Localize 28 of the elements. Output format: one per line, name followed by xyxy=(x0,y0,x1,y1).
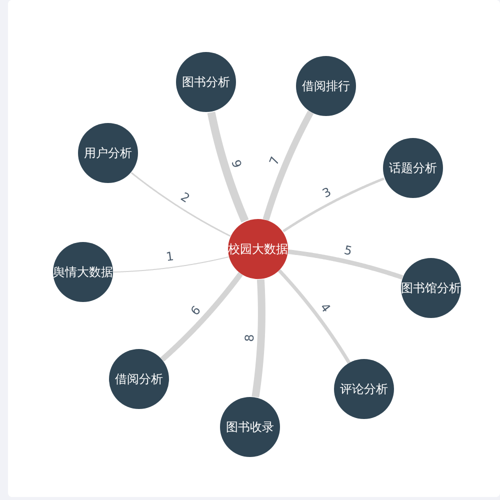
edge-label: 2 xyxy=(178,190,192,206)
edge-label: 3 xyxy=(320,185,334,200)
edge-label: 8 xyxy=(243,334,257,342)
edge-line xyxy=(252,276,266,400)
node-label: 话题分析 xyxy=(389,161,437,175)
node-label: 舆情大数据 xyxy=(53,265,113,279)
edge-label: 1 xyxy=(165,250,175,264)
edge-line xyxy=(282,177,384,232)
node-label: 评论分析 xyxy=(340,382,388,396)
node-label: 用户分析 xyxy=(84,146,132,160)
edge-line xyxy=(278,269,351,364)
node-label: 借阅排行 xyxy=(302,79,350,93)
edge-line xyxy=(286,250,404,280)
node-label: 校园大数据 xyxy=(228,242,288,256)
node-label: 图书分析 xyxy=(182,75,230,89)
edge-label: 6 xyxy=(188,304,203,319)
node-label: 图书馆分析 xyxy=(401,281,461,295)
node-label: 借阅分析 xyxy=(115,372,163,386)
edge-line xyxy=(160,272,243,362)
edge-label: 5 xyxy=(343,244,354,258)
edge-line xyxy=(207,109,249,224)
edge-label: 4 xyxy=(318,301,333,316)
edge-line xyxy=(262,110,314,222)
node-label: 图书收录 xyxy=(226,420,274,434)
edge-label: 9 xyxy=(228,158,244,170)
edge-line xyxy=(130,172,231,237)
edge-label: 7 xyxy=(268,154,283,167)
edge-line xyxy=(112,256,230,273)
